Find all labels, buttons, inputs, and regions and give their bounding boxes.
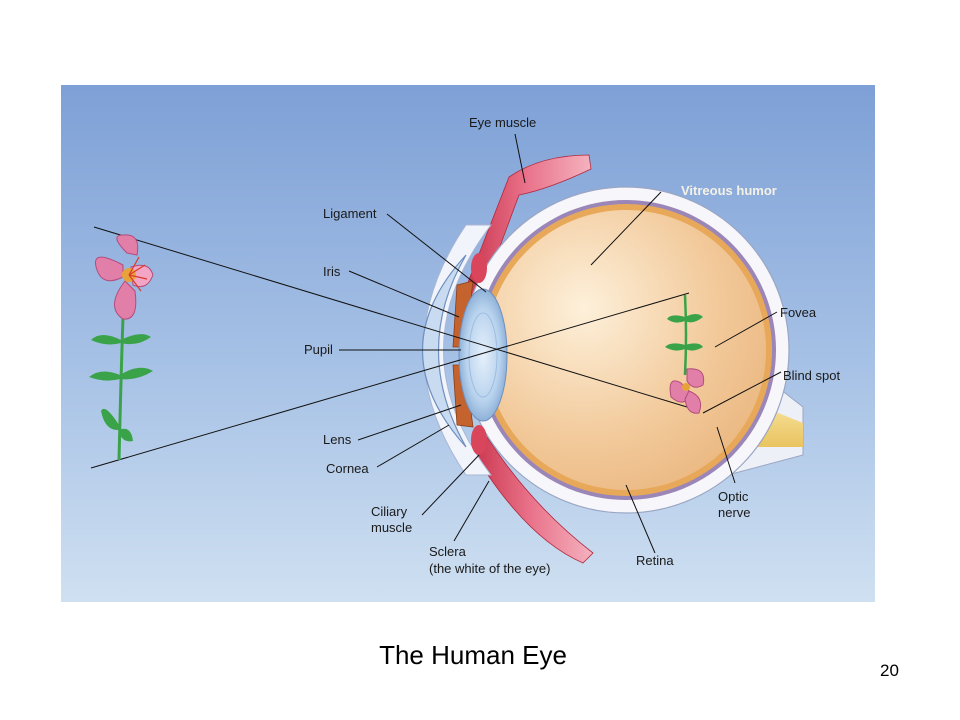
page-number: 20 — [880, 661, 899, 680]
lens-shape — [458, 288, 508, 422]
retinal-image — [665, 294, 705, 414]
slide-title: The Human Eye — [379, 640, 567, 670]
label-lens: Lens — [323, 432, 352, 447]
label-blind-spot: Blind spot — [783, 368, 840, 383]
label-sclera-1: Sclera — [429, 544, 467, 559]
eye-diagram-panel: Eye muscle Vitreous humor Ligament Iris … — [61, 85, 875, 602]
vitreous-humor — [486, 210, 766, 490]
eye-muscle-bottom — [468, 436, 594, 564]
leader-lines — [339, 133, 782, 554]
label-eye-muscle: Eye muscle — [469, 115, 536, 130]
label-fovea: Fovea — [780, 305, 817, 320]
label-iris: Iris — [323, 264, 341, 279]
label-retina: Retina — [636, 553, 674, 568]
light-ray-lower — [90, 292, 690, 469]
lens-inner-ring — [468, 312, 498, 398]
label-cornea: Cornea — [326, 461, 369, 476]
light-ray-upper — [93, 226, 688, 408]
ciliary-muscle-bottom — [471, 425, 487, 455]
label-optic-nerve-2: nerve — [718, 505, 751, 520]
label-optic-nerve-1: Optic — [718, 489, 749, 504]
label-ciliary-muscle-2: muscle — [371, 520, 412, 535]
cornea-shape — [421, 254, 467, 448]
ciliary-muscle-top — [471, 253, 487, 283]
label-ligament: Ligament — [323, 206, 377, 221]
label-sclera-2: (the white of the eye) — [429, 561, 550, 576]
label-vitreous-humor: Vitreous humor — [681, 183, 777, 198]
flower-object — [89, 234, 154, 461]
label-ciliary-muscle-1: Ciliary — [371, 504, 408, 519]
eye-diagram: Eye muscle Vitreous humor Ligament Iris … — [89, 115, 840, 576]
label-pupil: Pupil — [304, 342, 333, 357]
